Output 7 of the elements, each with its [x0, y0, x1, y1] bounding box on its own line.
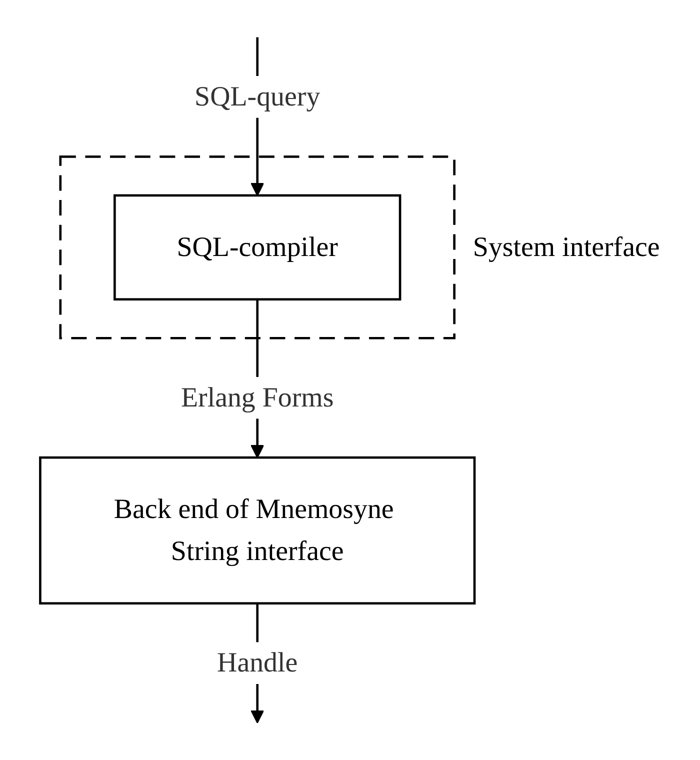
node-box: SQL-compiler — [114, 194, 402, 300]
cluster — [59, 156, 456, 340]
edge-label: SQL-query — [194, 80, 320, 112]
edge-label: Handle — [217, 646, 298, 678]
edge-label: Erlang Forms — [180, 382, 334, 413]
node-label: System interface — [472, 231, 660, 262]
node-box: Back end of Mnemosyne String interface — [39, 456, 476, 604]
